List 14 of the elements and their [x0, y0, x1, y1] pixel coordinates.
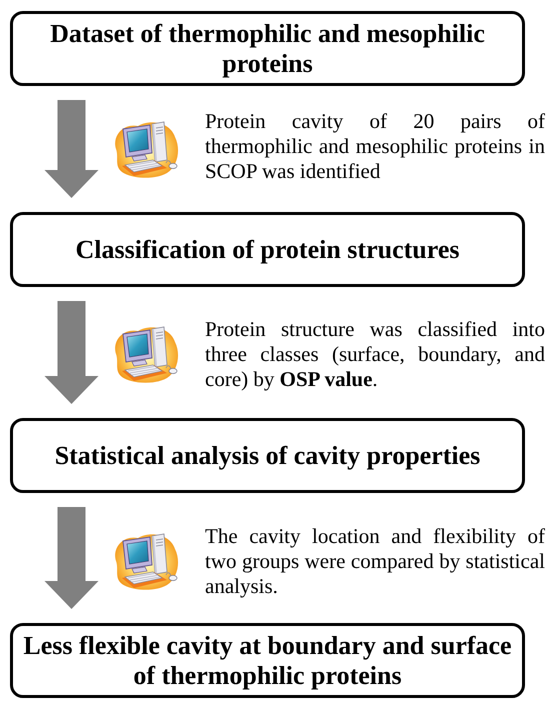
arrow [44, 100, 98, 198]
step-title: Less flexible cavity at boundary and surface of thermophilic proteins [22, 630, 513, 690]
process-box [10, 623, 525, 698]
process-box [10, 212, 525, 287]
arrow [44, 507, 98, 609]
arrow [44, 301, 98, 404]
step-description: The cavity location and flexibility of two groups were compared by statistical analysis. [205, 524, 545, 599]
step-title: Classification of protein structures [76, 234, 460, 264]
process-box [10, 418, 525, 493]
step-description: Protein cavity of 20 pairs of thermophilic and mesophilic proteins in SCOP was identified [205, 109, 545, 184]
step-title: Dataset of thermophilic and mesophilic proteins [49, 18, 486, 78]
process-box [10, 11, 525, 86]
step-description: Protein structure was classified into three classes (surface, boundary, and core) by OSP value. [205, 317, 545, 392]
step-title: Statistical analysis of cavity properties [54, 440, 480, 470]
